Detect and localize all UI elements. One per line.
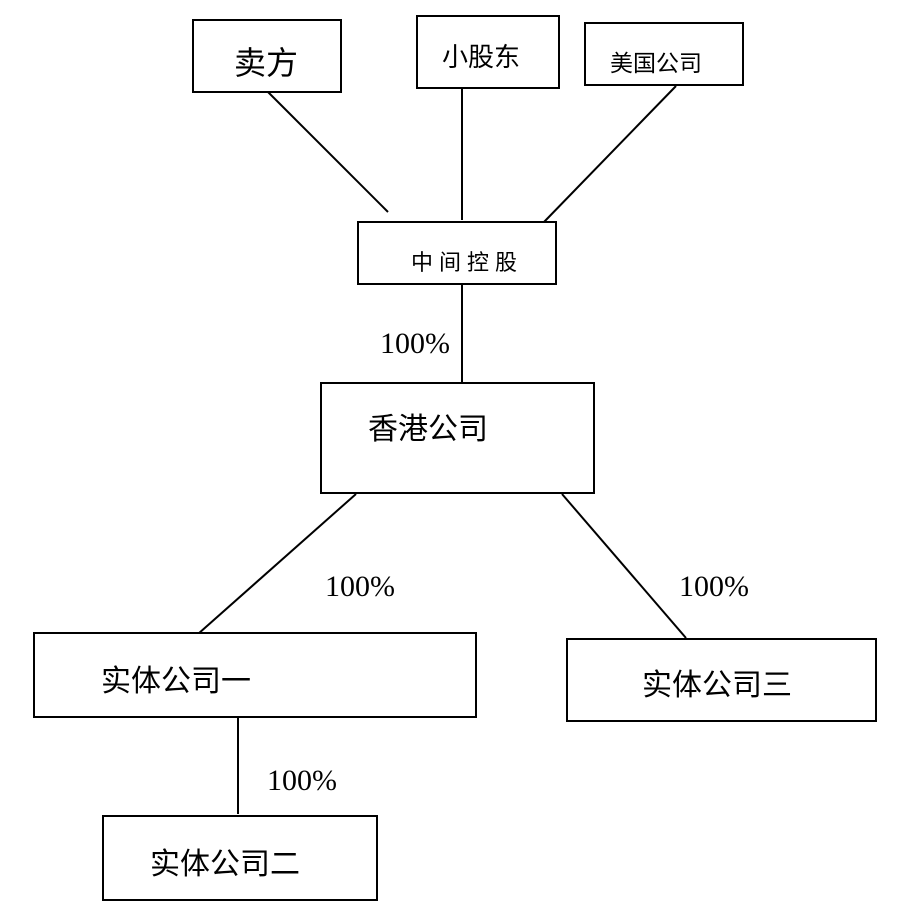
- ownership-entity-one-to-entity-two: 100%: [267, 764, 337, 797]
- us-company-label: 美国公司: [610, 51, 702, 77]
- entity-three-box: 实体公司三: [566, 638, 877, 722]
- intermediate-holding-label: 中间控股: [411, 251, 524, 276]
- seller-label: 卖方: [234, 44, 299, 82]
- connector-hk-to-entity-three: [561, 493, 687, 639]
- minor-shareholder-box: 小股东: [416, 15, 560, 89]
- us-company-box: 美国公司: [584, 22, 744, 86]
- ownership-hk-to-entity-three: 100%: [679, 570, 749, 603]
- minor-shareholder-label: 小股东: [442, 43, 521, 73]
- entity-one-label: 实体公司一: [101, 664, 251, 699]
- entity-one-box: 实体公司一: [33, 632, 477, 718]
- intermediate-holding-box: 中间控股: [357, 221, 557, 285]
- entity-two-box: 实体公司二: [102, 815, 378, 901]
- seller-box: 卖方: [192, 19, 342, 93]
- hk-company-label: 香港公司: [368, 412, 488, 447]
- ownership-intermediate-to-hk: 100%: [380, 327, 450, 360]
- connector-seller-to-intermediate: [267, 91, 389, 213]
- entity-two-label: 实体公司二: [150, 847, 300, 882]
- ownership-hk-to-entity-one: 100%: [325, 570, 395, 603]
- connector-hk-to-entity-one: [197, 493, 357, 635]
- hk-company-box: 香港公司: [320, 382, 595, 494]
- entity-three-label: 实体公司三: [642, 668, 792, 703]
- connector-us-company-to-intermediate: [543, 85, 677, 223]
